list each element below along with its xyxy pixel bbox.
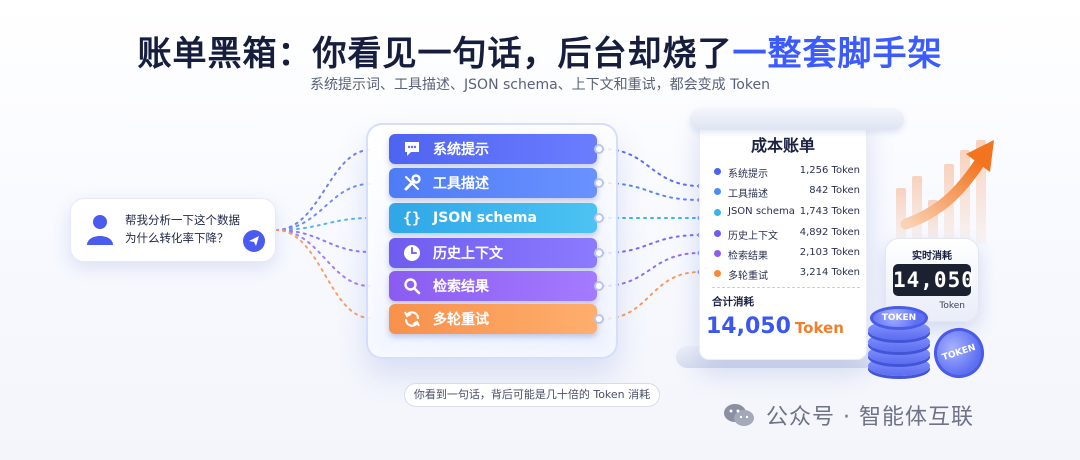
bg-bar — [928, 200, 938, 244]
braces-icon: {} — [402, 209, 422, 227]
layer-label: 工具描述 — [433, 176, 489, 192]
send-button[interactable] — [243, 230, 265, 252]
caption-pill: 你看到一句话，背后可能是几十倍的 Token 消耗 — [404, 383, 660, 407]
coin-label: TOKEN — [881, 313, 917, 323]
receipt-total-value: 14,050 — [706, 314, 791, 339]
fan-line-1 — [275, 149, 371, 231]
receipt-divider — [712, 287, 860, 288]
layer-json-schema: {} JSON schema — [389, 203, 604, 233]
receipt-row: 多轮重试 3,214 Token — [714, 265, 860, 283]
receipt-item-name: 多轮重试 — [728, 271, 768, 282]
fan-line-6 — [275, 229, 371, 319]
search-icon — [401, 275, 423, 297]
receipt-item-value: 3,214 Token — [799, 267, 860, 278]
layer-history-context: 历史上下文 — [389, 238, 604, 268]
receipt-item-name: 工具描述 — [728, 189, 768, 200]
receipt-item-name: JSON schema — [728, 206, 795, 217]
user-message-line-1: 帮我分析一下这个数据 — [125, 213, 240, 227]
bg-bar — [976, 140, 986, 244]
layer-system-prompt: 系统提示 — [389, 134, 604, 164]
receipt-title: 成本账单 — [750, 136, 815, 155]
coin-top: TOKEN — [870, 306, 928, 330]
layer-retrieval-results: 检索结果 — [389, 271, 604, 301]
counter-display: 14,050 — [893, 264, 974, 296]
layer-tool-description: 工具描述 — [389, 168, 604, 198]
receipt-item-value: 1,256 Token — [799, 165, 860, 176]
fan-line-5 — [275, 229, 371, 287]
page-title: 账单黑箱：你看见一句话，后台却烧了一整套脚手架 — [0, 26, 1080, 75]
receipt-dot — [714, 168, 721, 175]
receipt-row: 系统提示 1,256 Token — [714, 163, 860, 181]
receipt-dot — [714, 188, 721, 195]
counter-unit: Token — [939, 301, 965, 311]
title-highlight: 一整套脚手架 — [732, 34, 943, 74]
counter-label: 实时消耗 — [912, 251, 952, 262]
layer-port — [594, 213, 604, 223]
receipt-dot — [714, 270, 721, 277]
layer-port — [594, 178, 604, 188]
bg-bar — [960, 150, 970, 244]
receipt-row: 工具描述 842 Token — [714, 183, 860, 201]
layer-port — [594, 314, 604, 324]
bg-bar — [912, 176, 922, 244]
receipt-roll — [690, 108, 904, 130]
send-icon — [249, 236, 259, 246]
user-message-bubble: 帮我分析一下这个数据 为什么转化率下降？ — [70, 198, 276, 262]
coin-label: TOKEN — [941, 342, 977, 364]
page-subtitle: 系统提示词、工具描述、JSON schema、上下文和重试，都会变成 Token — [310, 77, 770, 93]
cost-receipt — [699, 114, 867, 360]
receipt-item-name: 检索结果 — [728, 251, 768, 262]
layer-label: 系统提示 — [433, 142, 489, 158]
receipt-row: JSON schema 1,743 Token — [714, 204, 860, 222]
bg-bar — [896, 188, 906, 244]
layer-label: JSON schema — [433, 210, 537, 226]
fan-line-3 — [275, 217, 371, 231]
receipt-row: 检索结果 2,103 Token — [714, 245, 860, 263]
wechat-icon — [724, 404, 754, 426]
receipt-row: 历史上下文 4,892 Token — [714, 225, 860, 243]
receipt-item-value: 1,743 Token — [799, 206, 860, 217]
user-message-line-2: 为什么转化率下降？ — [125, 231, 229, 245]
receipt-item-value: 842 Token — [809, 185, 860, 196]
receipt-dot — [714, 250, 721, 257]
receipt-total-label: 合计消耗 — [712, 296, 754, 308]
watermark: 公众号 · 智能体互联 — [722, 400, 974, 430]
rising-arrow-icon — [900, 140, 994, 230]
user-message-text: 帮我分析一下这个数据 为什么转化率下降？ — [125, 211, 245, 247]
layer-multi-retry: 多轮重试 — [389, 304, 604, 334]
receipt-item-value: 4,892 Token — [799, 227, 860, 238]
receipt-item-name: 系统提示 — [728, 169, 768, 180]
title-main: 账单黑箱：你看见一句话，后台却烧了 — [137, 34, 733, 74]
receipt-dot — [714, 209, 721, 216]
layer-label: 多轮重试 — [433, 312, 489, 328]
receipt-item-value: 2,103 Token — [799, 247, 860, 258]
fan-line-4 — [275, 229, 371, 253]
layer-label: 检索结果 — [433, 279, 489, 295]
receipt-item-name: 历史上下文 — [728, 231, 778, 242]
receipt-total-unit: Token — [794, 319, 844, 337]
layer-label: 历史上下文 — [433, 246, 503, 262]
receipt-dot — [714, 230, 721, 237]
refresh-icon — [401, 308, 423, 330]
user-icon — [85, 211, 115, 247]
layer-port — [594, 281, 604, 291]
fan-line-2 — [275, 183, 371, 231]
tools-icon — [401, 172, 423, 194]
layer-port — [594, 144, 604, 154]
clock-icon — [401, 242, 423, 264]
chat-bubble-icon — [401, 138, 423, 160]
watermark-text: 公众号 · 智能体互联 — [766, 405, 974, 430]
layer-port — [594, 248, 604, 258]
